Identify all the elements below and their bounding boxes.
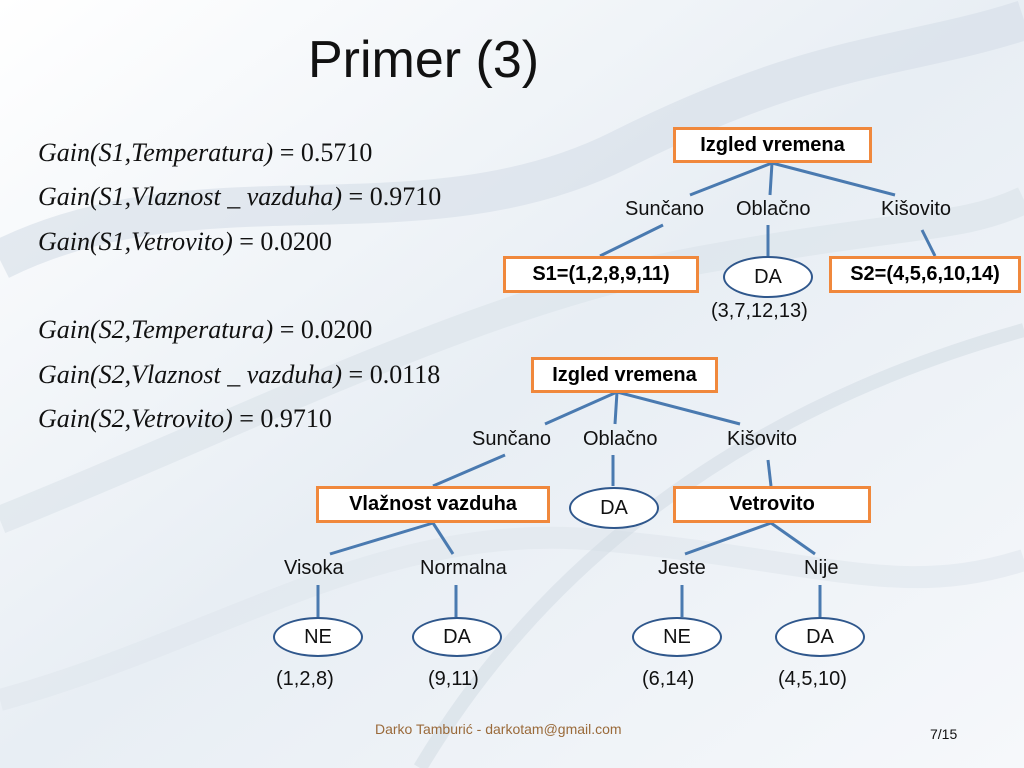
- tree2-branch-nije: Nije: [804, 557, 839, 579]
- tree2-leaf-ne-1: NE: [273, 617, 363, 657]
- tree2-leaf-da-2: DA: [775, 617, 865, 657]
- formula-s1-vlaznost: Gain(S1,Vlaznost _ vazduha) = 0.9710: [38, 182, 442, 211]
- tree2-branch-oblacno: Oblačno: [583, 428, 658, 450]
- formula-s2-vetrovito: Gain(S2,Vetrovito) = 0.9710: [38, 404, 332, 433]
- tree1-branch-suncano: Sunčano: [625, 198, 704, 220]
- tree2-leaf-ne-2: NE: [632, 617, 722, 657]
- tree2-leaf-note-2: (9,11): [428, 668, 479, 690]
- tree2-root-node: Izgled vremena: [531, 357, 718, 393]
- tree2-node-vlaznost: Vlažnost vazduha: [316, 486, 550, 523]
- tree2-leaf-da-1: DA: [412, 617, 502, 657]
- formula-s1-temperatura: Gain(S1,Temperatura) = 0.5710: [38, 138, 373, 167]
- tree2-branch-suncano: Sunčano: [472, 428, 551, 450]
- tree1-leaf-da: DA: [723, 256, 813, 298]
- tree2-branch-kisovito: Kišovito: [727, 428, 798, 450]
- tree2-leaf-note-3: (6,14): [642, 668, 695, 690]
- tree1-leaf-da-note: (3,7,12,13): [711, 300, 808, 322]
- tree1-leaf-s2: S2=(4,5,6,10,14): [829, 256, 1021, 293]
- formula-s1-vetrovito: Gain(S1,Vetrovito) = 0.0200: [38, 227, 332, 256]
- tree2-branch-visoka: Visoka: [284, 557, 344, 579]
- footer-author: Darko Tamburić - darkotam@gmail.com: [375, 721, 622, 737]
- formula-s2-vlaznost: Gain(S2,Vlaznost _ vazduha) = 0.0118: [38, 360, 441, 389]
- tree1-branch-kisovito: Kišovito: [881, 198, 952, 220]
- tree1-branch-oblacno: Oblačno: [736, 198, 811, 220]
- tree2-branch-jeste: Jeste: [658, 557, 706, 579]
- tree1-root-node: Izgled vremena: [673, 127, 872, 163]
- tree2-leaf-note-4: (4,5,10): [778, 668, 847, 690]
- tree1-leaf-s1: S1=(1,2,8,9,11): [503, 256, 699, 293]
- page-number: 7/15: [930, 726, 958, 742]
- formula-s2-temperatura: Gain(S2,Temperatura) = 0.0200: [38, 315, 373, 344]
- tree2-leaf-da: DA: [569, 487, 659, 529]
- slide-title: Primer (3): [308, 31, 540, 89]
- tree2-branch-normalna: Normalna: [420, 557, 507, 579]
- tree2-leaf-note-1: (1,2,8): [276, 668, 334, 690]
- tree2-node-vetrovito: Vetrovito: [673, 486, 871, 523]
